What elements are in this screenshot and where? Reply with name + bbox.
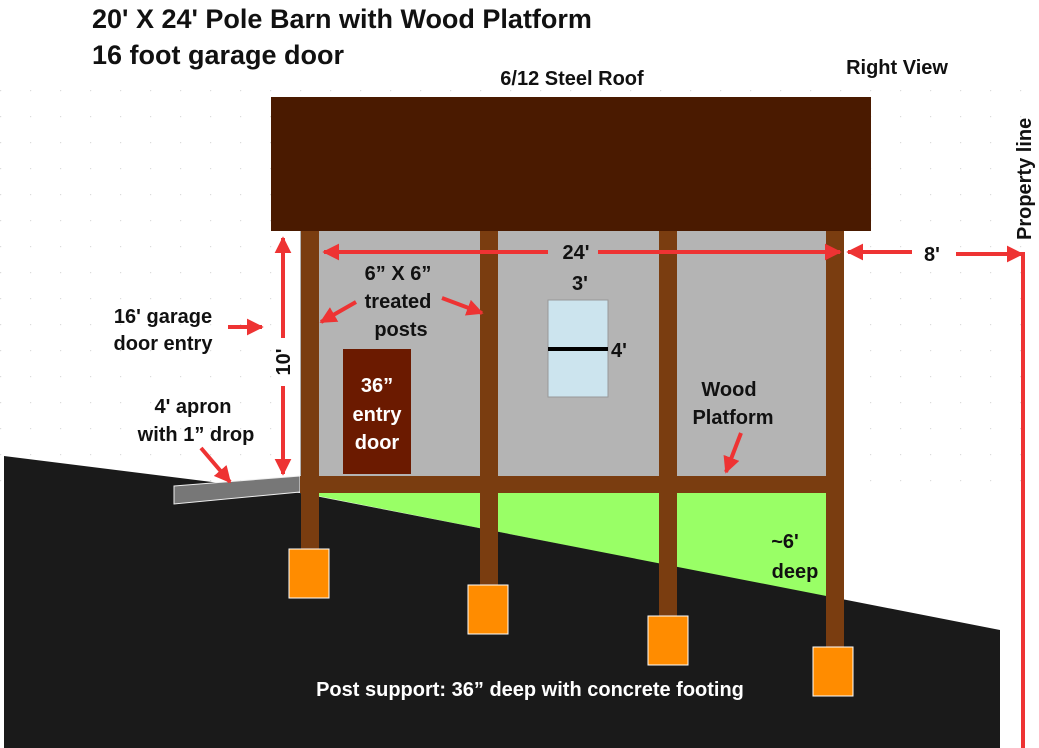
door-label-line-3: door <box>355 432 400 454</box>
fill-area-under-platform <box>318 493 826 597</box>
concrete-footing <box>288 548 330 599</box>
depth-label-line-2: deep <box>772 561 819 583</box>
post <box>659 231 677 619</box>
platform-label-line-1: Wood <box>701 379 756 401</box>
door-label-line-2: entry <box>353 404 403 426</box>
garage-label-line-2: door entry <box>114 333 214 355</box>
platform-label-line-2: Platform <box>692 407 773 429</box>
platform-pointer-arrow <box>723 432 743 474</box>
posts-label-line-3: posts <box>374 319 427 341</box>
posts-pointer-arrow <box>441 296 484 316</box>
posts-label-line-2: treated <box>365 291 432 313</box>
depth-label-line-1: ~6' <box>771 531 799 553</box>
height-dimension-label: 10' <box>273 348 295 375</box>
garage-label-line-1: 16' garage <box>114 306 212 328</box>
concrete-footing <box>647 615 689 666</box>
post <box>826 231 844 651</box>
apron-label-line-1: 4' apron <box>155 396 232 418</box>
footing-note: Post support: 36” deep with concrete foo… <box>316 679 744 701</box>
title-line-1: 20' X 24' Pole Barn with Wood Platform <box>92 4 592 34</box>
roof-label: 6/12 Steel Roof <box>500 68 644 90</box>
posts-label-line-1: 6” X 6” <box>365 263 432 285</box>
window-width-label: 3' <box>572 273 588 295</box>
setback-dimension-label: 8' <box>924 244 940 266</box>
posts-pointer-arrow <box>319 300 357 324</box>
apron-pointer-arrow <box>199 446 232 484</box>
entry-door <box>343 349 411 474</box>
concrete-footing <box>467 584 509 635</box>
property-line-label: Property line <box>1014 118 1036 240</box>
title-line-2: 16 foot garage door <box>92 40 345 70</box>
wood-platform-beam <box>300 476 826 493</box>
concrete-footing <box>812 646 854 697</box>
width-dimension-label: 24' <box>562 242 589 264</box>
view-label: Right View <box>846 57 948 79</box>
window-height-label: 4' <box>611 340 627 362</box>
post <box>301 231 319 551</box>
post <box>480 231 498 586</box>
door-label-line-1: 36” <box>361 375 393 397</box>
steel-roof <box>271 97 871 231</box>
apron-label-line-2: with 1” drop <box>137 424 255 446</box>
